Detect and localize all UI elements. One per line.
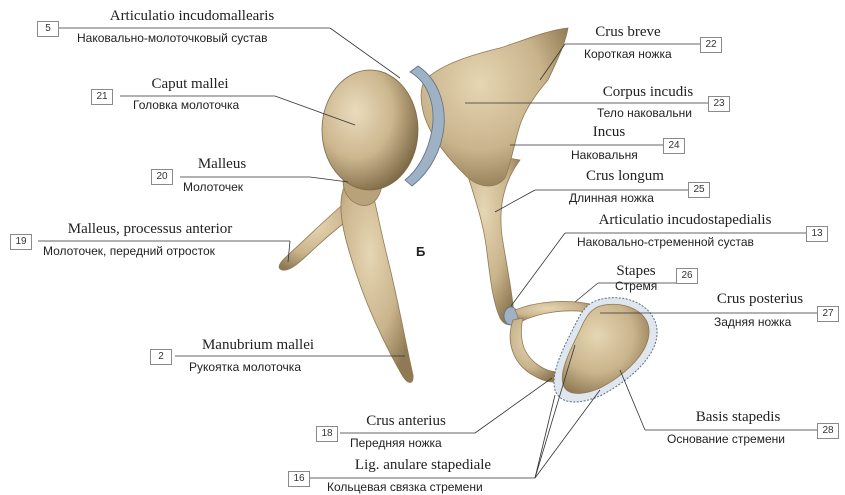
label-number-18: 18 bbox=[316, 426, 338, 442]
label-latin-crus-breve: Crus breve bbox=[595, 24, 660, 41]
label-number-24: 24 bbox=[663, 138, 685, 154]
label-latin-stapes: Stapes bbox=[616, 263, 655, 280]
label-number-16: 16 bbox=[288, 471, 310, 487]
label-number-25: 25 bbox=[688, 182, 710, 198]
stapes-footplate bbox=[562, 304, 649, 393]
label-latin-crus-posterius: Crus posterius bbox=[717, 291, 803, 308]
label-ru-incus: Наковальня bbox=[571, 148, 638, 162]
label-ru-crus-breve: Короткая ножка bbox=[584, 47, 672, 61]
label-number-13: 13 bbox=[806, 226, 828, 242]
label-latin-caput-mallei: Caput mallei bbox=[151, 76, 228, 93]
label-ru-crus-anterius: Передняя ножка bbox=[350, 436, 442, 450]
label-latin-articulatio-incudostapedialis: Articulatio incudostapedialis bbox=[599, 212, 772, 229]
label-number-21: 21 bbox=[91, 89, 113, 105]
label-ru-malleus-processus-anterior: Молоточек, передний отросток bbox=[43, 244, 215, 258]
malleus-manubrium bbox=[341, 185, 413, 383]
label-number-2: 2 bbox=[150, 349, 172, 365]
label-latin-malleus: Malleus bbox=[198, 156, 246, 173]
label-latin-crus-longum: Crus longum bbox=[586, 168, 664, 185]
label-number-23: 23 bbox=[708, 96, 730, 112]
label-ru-articulatio-incudostapedialis: Наковально-стременной сустав bbox=[577, 235, 754, 249]
label-latin-articulatio-incudomallearis: Articulatio incudomallearis bbox=[110, 8, 275, 25]
stapes-anterior-crus bbox=[510, 318, 560, 382]
label-ru-caput-mallei: Головка молоточка bbox=[133, 98, 239, 112]
label-ru-corpus-incudis: Тело наковальни bbox=[597, 106, 692, 120]
label-latin-crus-anterius: Crus anterius bbox=[366, 413, 446, 430]
label-latin-lig-anulare-stapediale: Lig. anulare stapediale bbox=[355, 457, 491, 474]
label-ru-lig-anulare-stapediale: Кольцевая связка стремени bbox=[327, 480, 483, 494]
label-ru-basis-stapedis: Основание стремени bbox=[667, 432, 785, 446]
figure-letter: Б bbox=[416, 244, 425, 259]
label-number-28: 28 bbox=[817, 423, 839, 439]
label-number-5: 5 bbox=[37, 21, 59, 37]
label-ru-crus-longum: Длинная ножка bbox=[569, 191, 654, 205]
label-ru-articulatio-incudomallearis: Наковально-молоточковый сустав bbox=[77, 31, 267, 45]
label-latin-corpus-incudis: Corpus incudis bbox=[603, 84, 693, 101]
malleus-head bbox=[322, 70, 418, 190]
label-number-26: 26 bbox=[676, 268, 698, 284]
label-number-19: 19 bbox=[10, 234, 32, 250]
label-ru-malleus: Молоточек bbox=[183, 180, 243, 194]
label-number-20: 20 bbox=[151, 169, 173, 185]
label-number-27: 27 bbox=[817, 306, 839, 322]
label-ru-crus-posterius: Задняя ножка bbox=[714, 315, 791, 329]
label-latin-malleus-processus-anterior: Malleus, processus anterior bbox=[68, 221, 233, 238]
label-ru-manubrium-mallei: Рукоятка молоточка bbox=[189, 360, 301, 374]
label-ru-stapes: Стремя bbox=[615, 279, 657, 293]
label-latin-incus: Incus bbox=[593, 124, 626, 141]
label-number-22: 22 bbox=[700, 37, 722, 53]
label-latin-basis-stapedis: Basis stapedis bbox=[696, 409, 781, 426]
label-latin-manubrium-mallei: Manubrium mallei bbox=[202, 337, 314, 354]
